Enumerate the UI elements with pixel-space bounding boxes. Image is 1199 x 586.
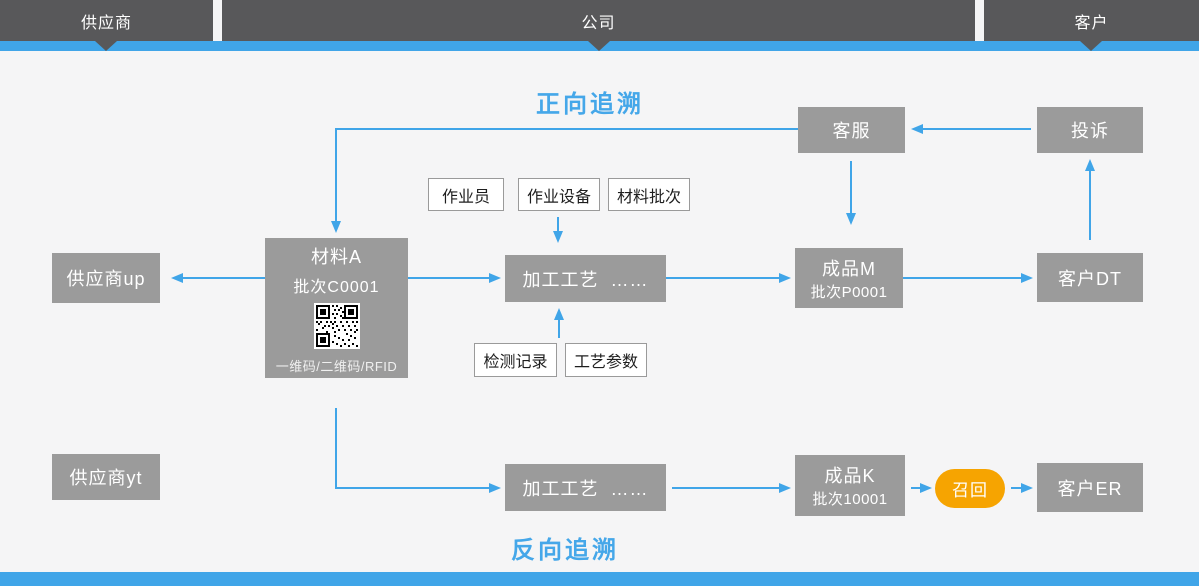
header-pointer-company-icon: [588, 41, 610, 51]
node-process-top: 加工工艺 ……: [505, 255, 666, 302]
arrow-material-a-to-process-bottom: [335, 408, 501, 493]
arrow-material-a-to-supplier-up: [171, 273, 265, 283]
tag-process-params: 工艺参数: [565, 343, 647, 377]
node-supplier-yt: 供应商yt: [52, 454, 160, 500]
node-product-k-batch: 批次10001: [812, 491, 888, 508]
node-material-a: 材料A 批次C0001 一维码/二维码/RFID: [265, 238, 408, 378]
arrow-records-to-process-top: [554, 308, 564, 338]
node-customer-service-label: 客服: [832, 121, 871, 141]
arrow-customer-dt-to-complaint: [1085, 159, 1095, 240]
node-customer-er-label: 客户ER: [1057, 478, 1123, 499]
arrow-material-a-to-process-top: [408, 273, 501, 283]
header-label-supplier: 供应商: [80, 14, 132, 32]
node-customer-er: 客户ER: [1037, 463, 1143, 512]
node-process-top-label: 加工工艺 ……: [522, 269, 649, 290]
forward-trace-title: 正向追溯: [536, 91, 644, 118]
node-product-m-batch: 批次P0001: [810, 283, 888, 301]
header-segment-customer: 客户: [984, 0, 1199, 41]
node-material-a-title: 材料A: [310, 247, 362, 267]
qr-code-icon: [313, 303, 360, 349]
header-label-customer: 客户: [1074, 14, 1109, 32]
node-customer-dt: 客户DT: [1037, 253, 1143, 302]
node-product-k-title: 成品K: [824, 466, 876, 486]
recall-badge-label: 召回: [952, 481, 988, 500]
node-product-m-title: 成品M: [822, 258, 876, 279]
header-label-company: 公司: [581, 14, 616, 32]
node-process-bottom: 加工工艺 ……: [505, 464, 666, 511]
node-product-m: 成品M 批次P0001: [795, 248, 903, 308]
arrow-process-bottom-to-product-k: [672, 483, 791, 493]
tag-equipment-label: 作业设备: [526, 188, 591, 206]
node-product-k: 成品K 批次10001: [795, 455, 905, 516]
header-pointer-supplier-icon: [95, 41, 117, 51]
arrow-complaint-to-service: [911, 124, 1031, 134]
tag-operator: 作业员: [428, 178, 504, 211]
tag-material-batch-label: 材料批次: [616, 188, 681, 206]
node-customer-dt-label: 客户DT: [1058, 268, 1122, 289]
tag-operator-label: 作业员: [441, 188, 490, 206]
node-complaint-label: 投诉: [1071, 121, 1109, 141]
node-supplier-up: 供应商up: [52, 253, 160, 303]
header-pointer-customer-icon: [1080, 41, 1102, 51]
arrow-tags-to-process-top: [553, 217, 563, 243]
bottom-accent-bar: [0, 572, 1199, 586]
tag-equipment: 作业设备: [518, 178, 600, 211]
arrow-service-to-product-m: [846, 161, 856, 225]
backward-trace-title: 反向追溯: [511, 537, 619, 564]
tag-inspection-record-label: 检测记录: [483, 354, 548, 371]
node-material-a-code-caption: 一维码/二维码/RFID: [275, 359, 398, 374]
arrow-process-top-to-product-m: [666, 273, 791, 283]
arrow-product-m-to-customer-dt: [903, 273, 1033, 283]
header-segment-company: 公司: [222, 0, 975, 41]
tag-material-batch: 材料批次: [608, 178, 690, 211]
node-complaint: 投诉: [1037, 107, 1143, 153]
node-material-a-batch: 批次C0001: [293, 279, 380, 296]
node-supplier-up-label: 供应商up: [66, 269, 146, 289]
tag-inspection-record: 检测记录: [474, 343, 557, 377]
arrow-product-k-to-recall: [911, 483, 932, 493]
node-supplier-yt-label: 供应商yt: [69, 468, 143, 488]
node-process-bottom-label: 加工工艺 ……: [522, 478, 649, 499]
header-segment-supplier: 供应商: [0, 0, 213, 41]
node-customer-service: 客服: [798, 107, 905, 153]
recall-badge: 召回: [935, 469, 1005, 508]
tag-process-params-label: 工艺参数: [573, 354, 638, 371]
arrow-recall-to-customer-er: [1011, 483, 1033, 493]
